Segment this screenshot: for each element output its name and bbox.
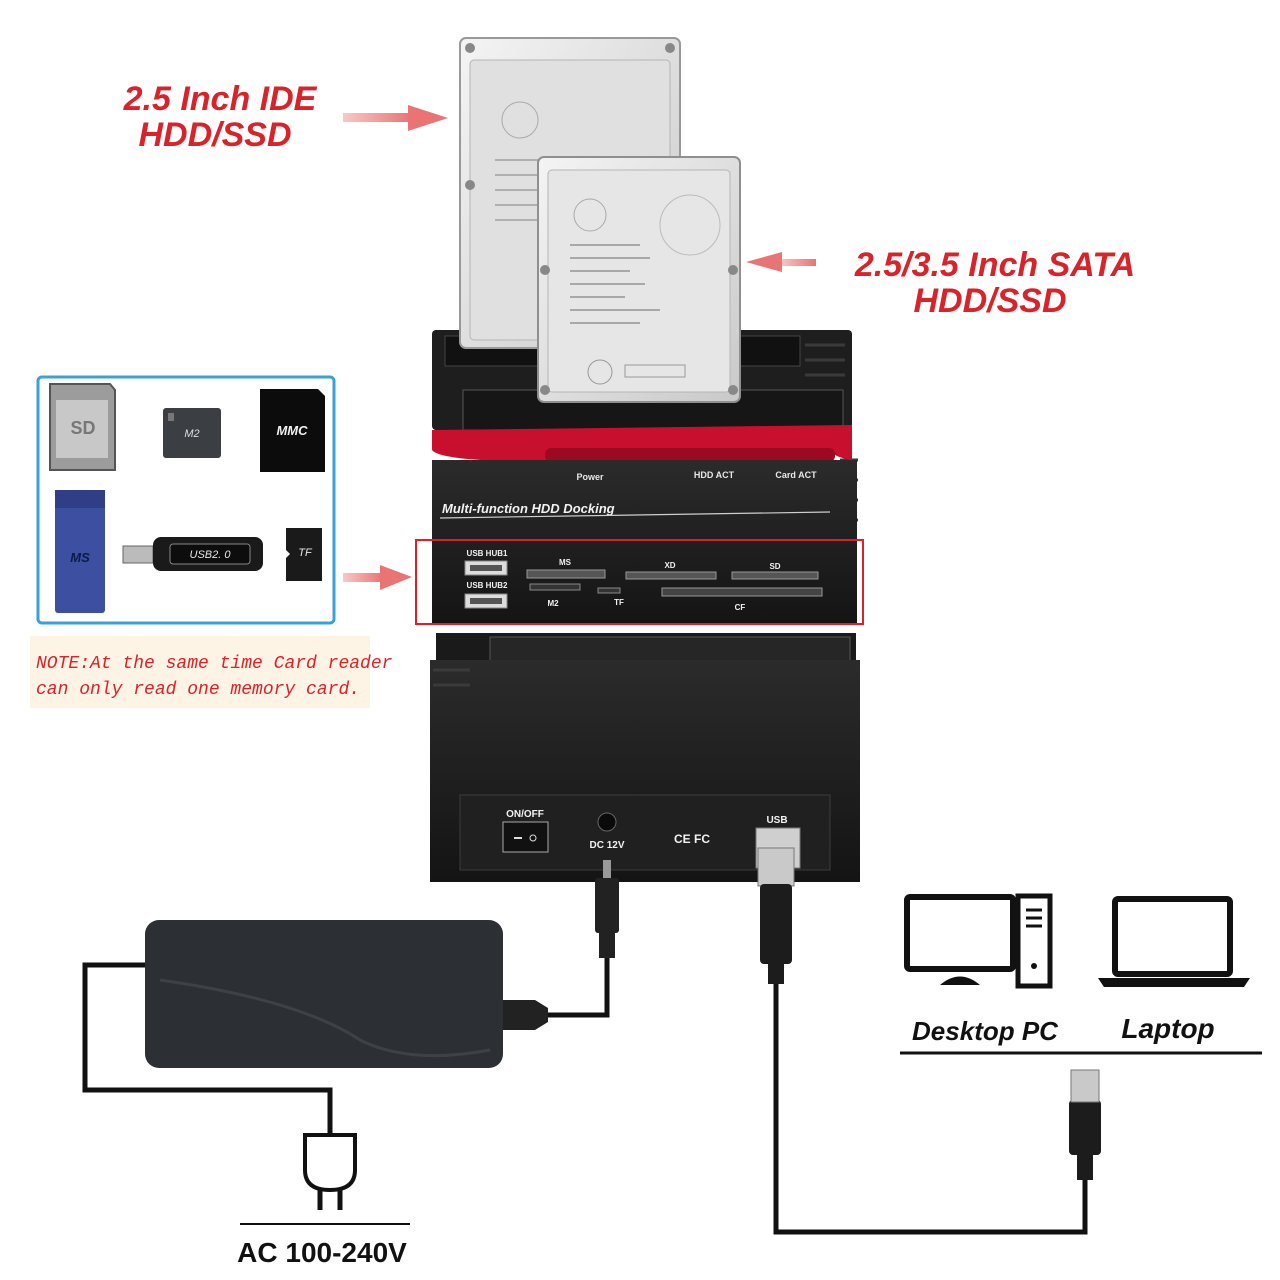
laptop-icon <box>1098 896 1250 987</box>
dc-label: DC 12V <box>589 840 624 851</box>
desktop-pc-icon <box>904 893 1053 989</box>
dock-title: Multi-function HDD Docking <box>442 501 615 516</box>
xd-slot[interactable] <box>625 571 717 580</box>
onoff-label: ON/OFF <box>506 809 544 820</box>
card-panel-arrow <box>343 565 412 590</box>
led-card-act-label: Card ACT <box>775 470 817 480</box>
m2-card-label: M2 <box>184 428 199 440</box>
m2-slot[interactable] <box>529 583 581 591</box>
ms-card-icon: MS <box>55 490 105 613</box>
sata-drive-label: 2.5/3.5 Inch SATA HDD/SSD <box>854 246 1135 320</box>
sata-arrow <box>746 252 816 272</box>
usb-stick-icon: USB2. 0 <box>122 537 263 571</box>
ms-slot[interactable] <box>526 569 606 579</box>
tf-slot[interactable] <box>597 587 621 594</box>
hdd-dock-rear: ON/OFF DC 12V CE FC USB <box>430 633 860 882</box>
tf-card-label: TF <box>298 547 313 559</box>
port-highlight-box <box>415 539 864 625</box>
laptop-label: Laptop <box>1121 1013 1214 1044</box>
memory-card-panel: SD M2 MMC MS USB2. 0 TF <box>36 375 336 625</box>
ms-card-label: MS <box>70 550 90 565</box>
power-adapter <box>145 920 548 1068</box>
power-switch[interactable] <box>502 821 549 853</box>
sd-slot[interactable] <box>731 571 819 580</box>
front-port-panel: USB HUB1 USB HUB2 MS M2 TF XD SD CF <box>415 539 864 625</box>
led-hdd-act-label: HDD ACT <box>694 470 735 480</box>
dc-plug <box>595 860 619 958</box>
cert-marks: CE FC <box>674 832 710 846</box>
mmc-card-icon: MMC <box>260 389 325 472</box>
cf-slot[interactable] <box>661 587 823 597</box>
ac-plug-icon <box>303 1133 357 1210</box>
tf-card-icon: TF <box>286 528 322 581</box>
sd-card-label: SD <box>70 418 95 438</box>
ide-label-line2: HDD/SSD <box>138 116 291 154</box>
m2-slot-label: M2 <box>547 599 559 608</box>
mmc-card-label: MMC <box>276 423 308 438</box>
usb-hub2-label: USB HUB2 <box>467 581 508 590</box>
ms-slot-label: MS <box>559 558 572 567</box>
tf-slot-label: TF <box>614 598 624 607</box>
xd-slot-label: XD <box>664 561 675 570</box>
usb-cable <box>757 847 1101 1235</box>
m2-card-icon: M2 <box>163 408 221 458</box>
power-cable <box>82 930 610 1135</box>
note-line2: can only read one memory card. <box>36 680 360 700</box>
usb-stick-label: USB2. 0 <box>190 549 232 561</box>
sd-card-icon: SD <box>49 383 116 471</box>
ide-label-line1: 2.5 Inch IDE <box>123 80 318 118</box>
desktop-label: Desktop PC <box>912 1016 1059 1046</box>
usb-hub1-label: USB HUB1 <box>467 549 508 558</box>
ide-arrow <box>343 105 448 131</box>
note-line1: NOTE:At the same time Card reader <box>36 654 393 674</box>
dc-jack[interactable] <box>597 812 617 832</box>
rear-usb-label: USB <box>766 815 787 826</box>
sata-label-line2: HDD/SSD <box>913 282 1066 320</box>
sata-label-line1: 2.5/3.5 Inch SATA <box>854 246 1135 284</box>
cf-slot-label: CF <box>735 603 746 612</box>
ide-drive-label: 2.5 Inch IDE HDD/SSD <box>123 80 318 154</box>
led-power-label: Power <box>576 472 604 482</box>
note-box: NOTE:At the same time Card reader can on… <box>30 636 393 708</box>
sata-hdd <box>537 156 741 403</box>
ac-power-label: AC 100-240V <box>237 1237 407 1268</box>
sd-slot-label: SD <box>769 562 780 571</box>
